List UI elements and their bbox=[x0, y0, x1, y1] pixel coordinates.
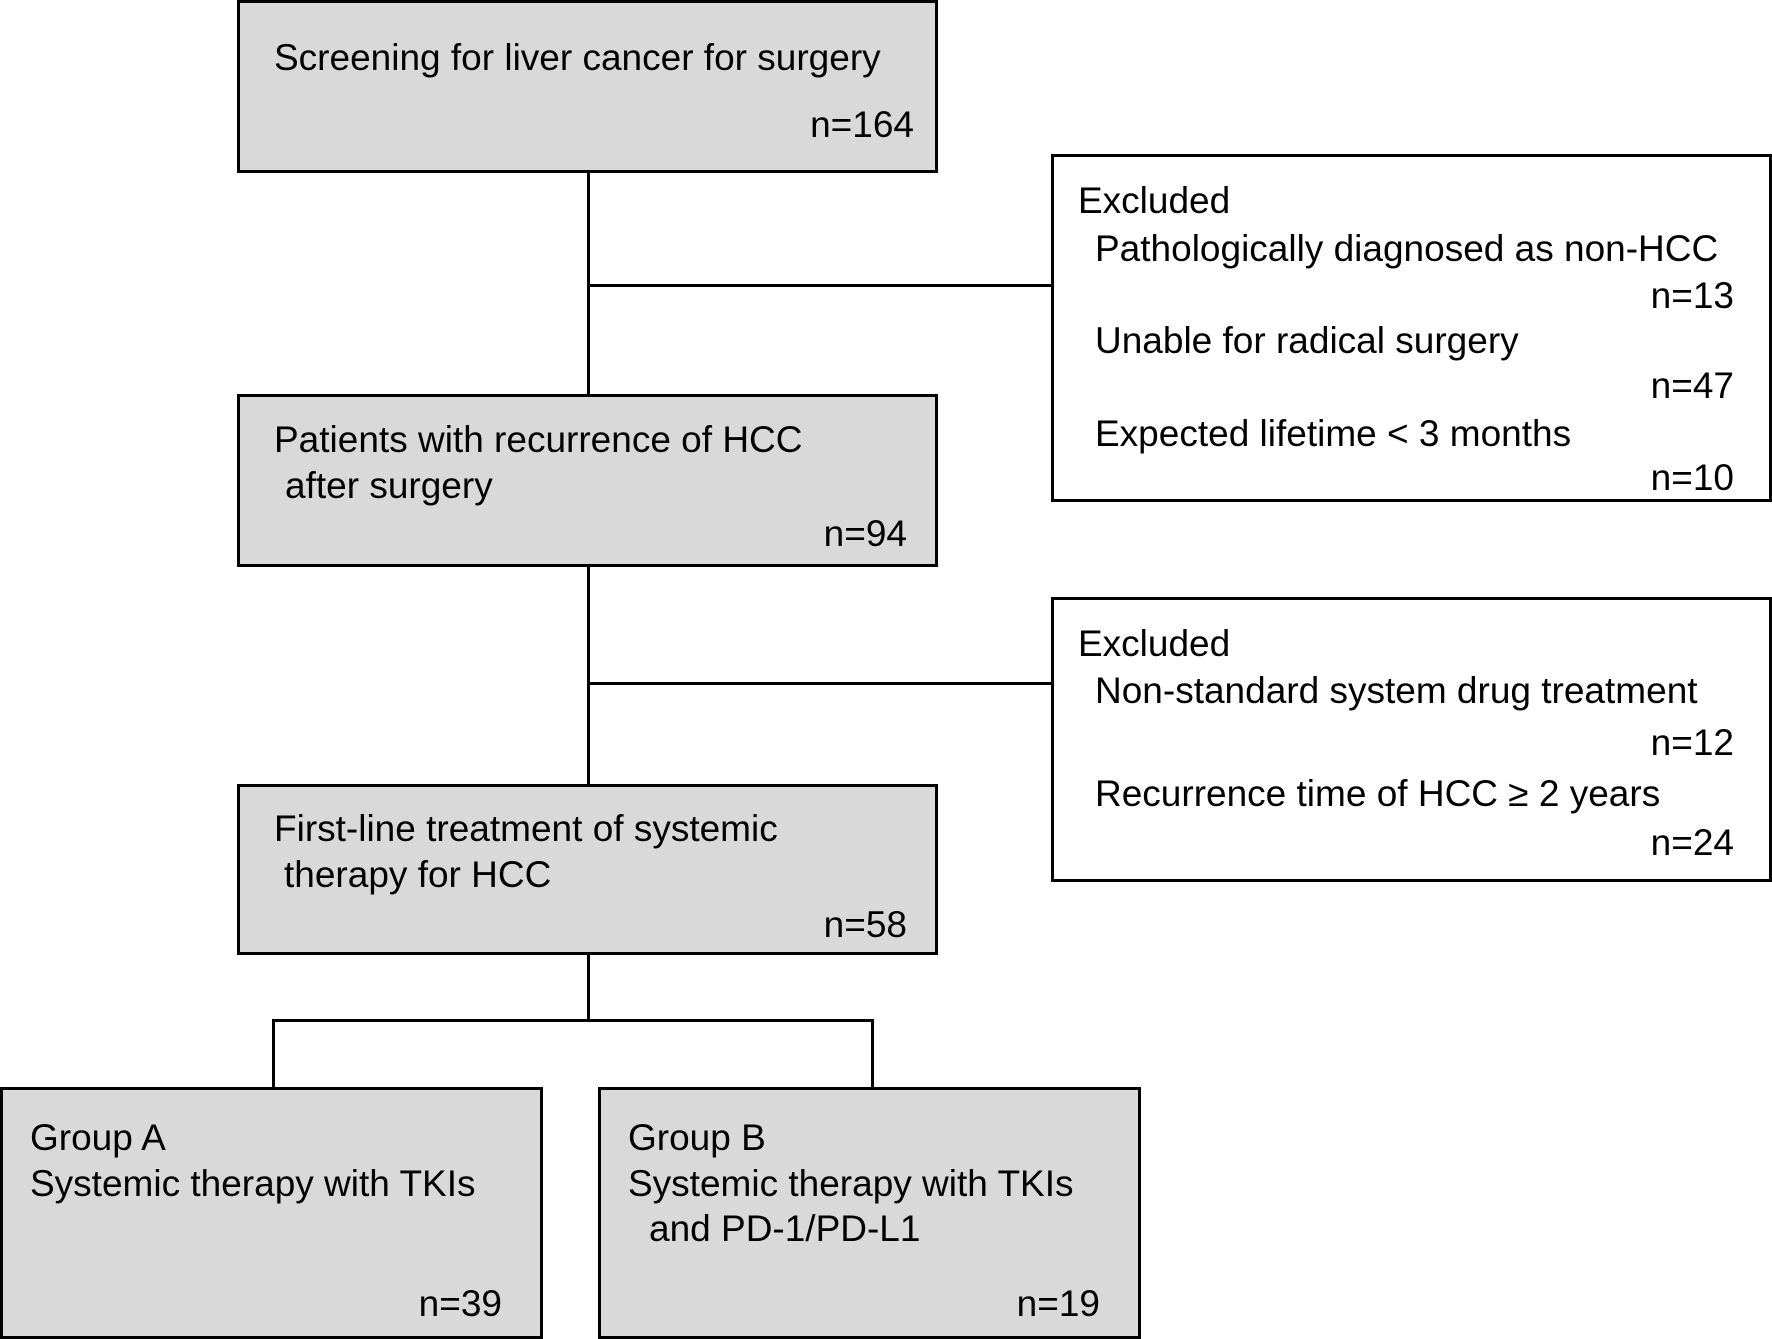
group-b-line-2: Systemic therapy with TKIs bbox=[628, 1163, 1074, 1204]
group-b-count: n=19 bbox=[1016, 1283, 1100, 1324]
exclusion-1-item-1-count: n=13 bbox=[1650, 275, 1734, 316]
screening-count: n=164 bbox=[810, 104, 914, 145]
recurrence-line-2: after surgery bbox=[285, 465, 493, 506]
exclusion-1-item-1-label: Pathologically diagnosed as non-HCC bbox=[1095, 228, 1719, 269]
first-line-line-1: First-line treatment of systemic bbox=[274, 808, 778, 849]
exclusion-1-item-2-label: Unable for radical surgery bbox=[1095, 320, 1519, 361]
exclusion-1-heading: Excluded bbox=[1078, 180, 1231, 221]
connector-to-group-b bbox=[871, 1019, 874, 1089]
connector-first-line-down bbox=[587, 953, 590, 1021]
recurrence-count: n=94 bbox=[823, 513, 907, 554]
connector-split-horizontal bbox=[272, 1019, 874, 1022]
recurrence-box: Patients with recurrence of HCC after su… bbox=[237, 394, 938, 567]
first-line-box: First-line treatment of systemic therapy… bbox=[237, 784, 938, 955]
group-a-box: Group A Systemic therapy with TKIs n=39 bbox=[0, 1087, 543, 1339]
group-a-line-1: Group A bbox=[30, 1117, 166, 1158]
group-b-line-1: Group B bbox=[628, 1117, 766, 1158]
exclusion-2-item-2-label: Recurrence time of HCC ≥ 2 years bbox=[1095, 773, 1661, 814]
exclusion-2-item-1-count: n=12 bbox=[1650, 722, 1734, 763]
exclusion-1-item-3-count: n=10 bbox=[1650, 457, 1734, 498]
first-line-count: n=58 bbox=[823, 904, 907, 945]
first-line-line-2: therapy for HCC bbox=[284, 854, 552, 895]
connector-to-exclusion-2 bbox=[587, 682, 1053, 685]
screening-title: Screening for liver cancer for surgery bbox=[274, 37, 881, 78]
exclusion-2-heading: Excluded bbox=[1078, 623, 1231, 664]
exclusion-2-item-1-label: Non-standard system drug treatment bbox=[1095, 670, 1698, 711]
group-b-box: Group B Systemic therapy with TKIs and P… bbox=[598, 1087, 1141, 1339]
exclusion-box-2: Excluded Non-standard system drug treatm… bbox=[1051, 597, 1772, 882]
exclusion-2-item-2-count: n=24 bbox=[1650, 822, 1734, 863]
recurrence-line-1: Patients with recurrence of HCC bbox=[274, 419, 803, 460]
group-b-line-3: and PD-1/PD-L1 bbox=[649, 1208, 921, 1249]
exclusion-box-1: Excluded Pathologically diagnosed as non… bbox=[1051, 154, 1772, 502]
connector-recurrence-to-first-line bbox=[587, 565, 590, 786]
group-a-count: n=39 bbox=[418, 1283, 502, 1324]
connector-to-group-a bbox=[272, 1019, 275, 1089]
screening-box: Screening for liver cancer for surgery n… bbox=[237, 0, 938, 173]
exclusion-1-item-3-label: Expected lifetime < 3 months bbox=[1095, 413, 1572, 454]
group-a-line-2: Systemic therapy with TKIs bbox=[30, 1163, 476, 1204]
connector-to-exclusion-1 bbox=[587, 284, 1053, 287]
exclusion-1-item-2-count: n=47 bbox=[1650, 365, 1734, 406]
